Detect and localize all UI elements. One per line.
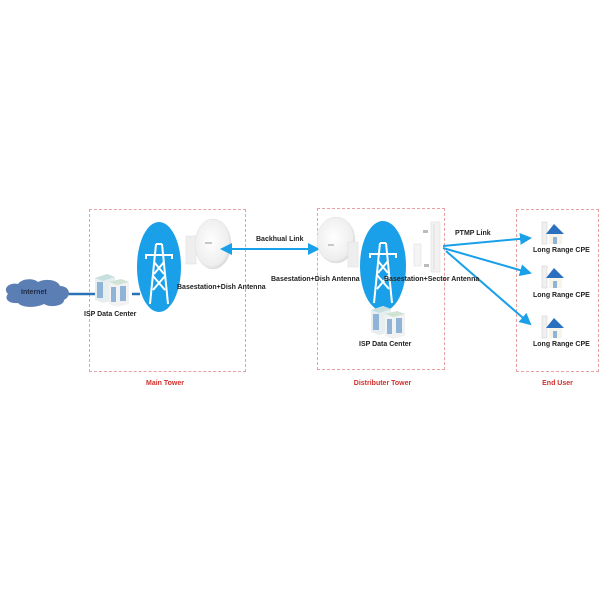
backhaul-link-label: Backhual Link	[256, 236, 304, 243]
ptmp-link-label: PTMP Link	[455, 230, 491, 237]
cpe-house-icon	[541, 221, 564, 245]
main-tower-zone	[89, 209, 246, 372]
data-center-icon	[95, 274, 129, 307]
main-tower-label: Main Tower	[146, 380, 184, 387]
cloud-icon	[5, 279, 69, 307]
cpe-house-icon	[541, 265, 564, 289]
ptmp-link-arrow	[445, 250, 532, 326]
dish-antenna-icon	[316, 216, 359, 268]
cpe-label: Long Range CPE	[533, 341, 590, 348]
basestation-dish-label: Basestation+Dish Antenna	[177, 284, 266, 291]
internet-label: Internet	[21, 289, 47, 296]
basestation-dish-label: Basestation+Dish Antenna	[271, 276, 360, 283]
end-user-label: End User	[542, 380, 573, 387]
tower-icon	[137, 222, 181, 312]
sector-antenna-icon	[413, 221, 441, 273]
end-user-zone	[516, 209, 599, 372]
dish-antenna-icon	[185, 218, 232, 270]
cpe-house-icon	[541, 315, 564, 339]
cpe-label: Long Range CPE	[533, 247, 590, 254]
tower-icon	[360, 221, 406, 311]
distributer-tower-zone	[317, 208, 445, 370]
distributer-tower-label: Distributer Tower	[353, 380, 412, 387]
ptmp-link-arrow	[442, 232, 532, 247]
basestation-sector-label: Basestation+Sector Antenna	[384, 276, 480, 283]
isp-data-center-label: ISP Data Center	[359, 341, 412, 348]
cpe-label: Long Range CPE	[533, 292, 590, 299]
ptmp-link-arrow	[442, 247, 532, 277]
data-center-icon	[371, 306, 405, 339]
isp-data-center-label: ISP Data Center	[84, 311, 137, 318]
